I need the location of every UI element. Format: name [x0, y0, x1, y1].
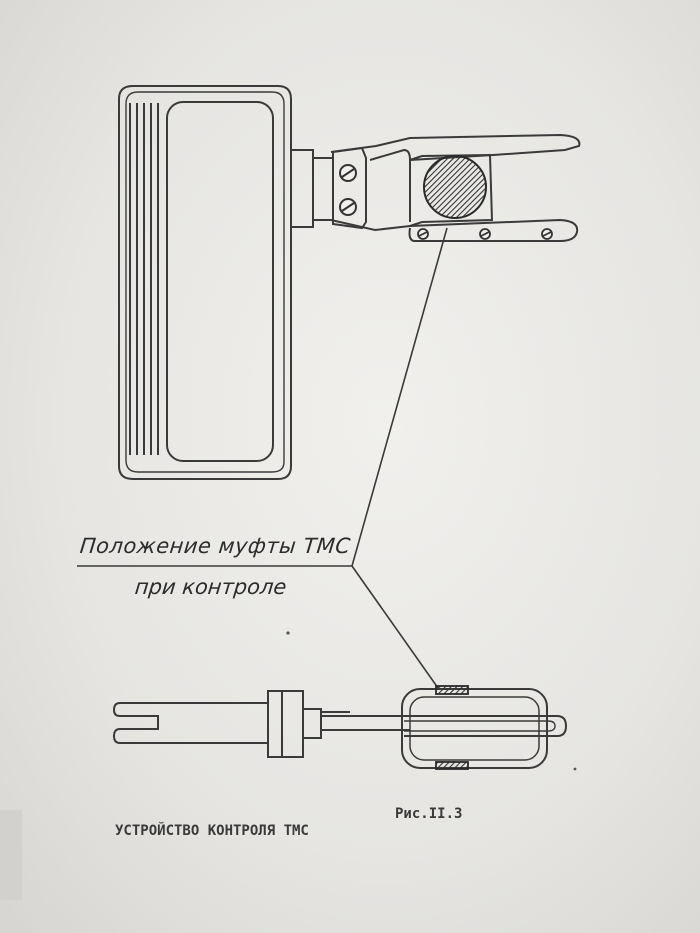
handle-body-top-view — [118, 85, 292, 480]
sheet-dot — [286, 631, 290, 635]
tms-coupling-section — [423, 155, 487, 219]
device-side-view — [112, 688, 568, 769]
callout-label-line1: Положение муфты ТМС — [78, 534, 352, 558]
clamp-screw — [339, 164, 357, 182]
tms-coupling-side — [435, 685, 469, 770]
callout-leader — [77, 227, 448, 689]
jaw-rivet — [417, 228, 429, 240]
figure-number: Рис.II.3 — [395, 806, 463, 822]
callout-label-line2: при контроле — [133, 575, 288, 599]
jaw-rivet — [541, 228, 553, 240]
sheet-dot — [573, 767, 577, 771]
figure-caption: УСТРОЙСТВО КОНТРОЛЯ ТМС — [115, 823, 309, 839]
clamp-assembly-top-view — [290, 133, 581, 242]
clamp-screw — [339, 198, 357, 216]
jaw-rivet — [479, 228, 491, 240]
